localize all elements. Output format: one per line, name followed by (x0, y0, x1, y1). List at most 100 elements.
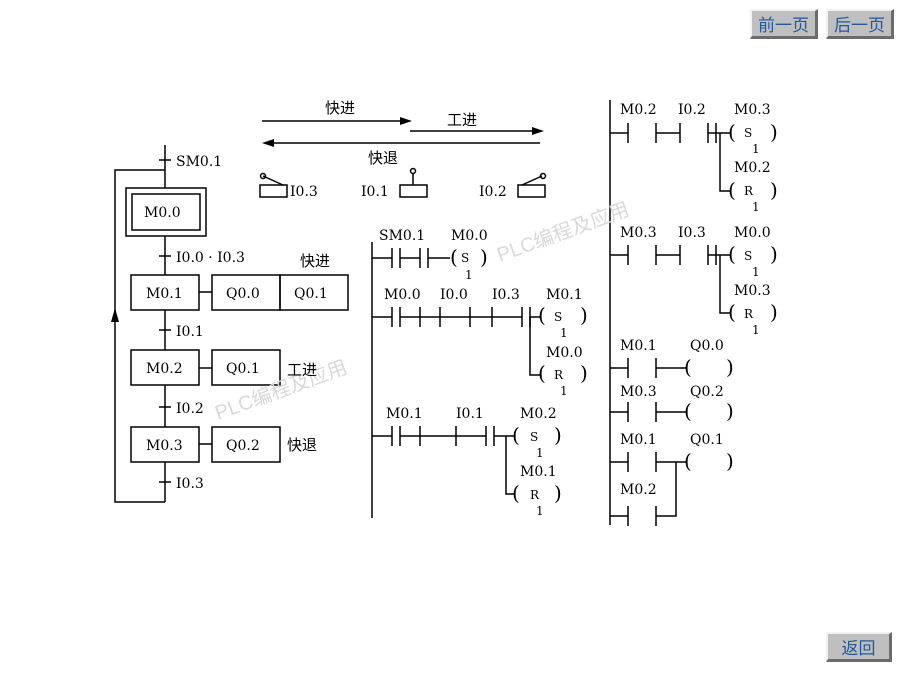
coil-label: M0.2 (520, 406, 557, 422)
contact-label: I0.2 (678, 102, 706, 118)
label-fast-return: 快退 (368, 149, 398, 167)
sfc-action: Q0.0 (226, 286, 260, 302)
motion-arrows (262, 120, 540, 144)
svg-text:): ) (726, 355, 734, 379)
svg-text:): ) (580, 361, 588, 385)
sfc-transition: I0.2 (176, 401, 204, 417)
contact-label: M0.3 (620, 384, 657, 400)
back-button[interactable]: 返回 (826, 632, 892, 662)
coil-label: M0.1 (546, 287, 583, 303)
coil-label: M0.0 (734, 225, 771, 241)
contact-label: SM0.1 (379, 228, 425, 244)
coil-op: S (530, 430, 538, 444)
svg-text:(: ( (684, 355, 692, 379)
svg-text:(: ( (728, 300, 736, 324)
limit-switches (259, 167, 547, 198)
sfc-note: 工进 (287, 361, 317, 379)
coil-n: 1 (752, 142, 760, 156)
coil-brackets: () () () () () () () () () () () () (450, 120, 778, 505)
sfc-step: M0.2 (146, 361, 183, 377)
svg-text:): ) (770, 120, 778, 144)
coil-op: R (744, 184, 754, 198)
coil-label: Q0.0 (690, 338, 724, 354)
coil-op: R (744, 307, 754, 321)
svg-text:): ) (726, 399, 734, 423)
coil-label: M0.1 (520, 464, 557, 480)
sfc-note: 快退 (287, 436, 317, 454)
coil-n: 1 (560, 384, 568, 398)
coil-label: Q0.1 (690, 432, 724, 448)
svg-text:): ) (726, 449, 734, 473)
svg-text:(: ( (684, 449, 692, 473)
contact-label: M0.0 (384, 287, 421, 303)
svg-text:): ) (480, 245, 488, 269)
coil-n: 1 (752, 323, 760, 337)
svg-text:(: ( (512, 481, 520, 505)
svg-text:): ) (580, 303, 588, 327)
coil-label: M0.0 (451, 228, 488, 244)
coil-op: S (744, 126, 752, 140)
label-work-feed: 工进 (447, 111, 477, 129)
coil-label: M0.3 (734, 102, 771, 118)
coil-label: M0.3 (734, 283, 771, 299)
contact-label: M0.1 (620, 432, 657, 448)
coil-label: Q0.2 (690, 384, 724, 400)
contact-label: M0.1 (620, 338, 657, 354)
svg-text:(: ( (450, 245, 458, 269)
svg-text:(: ( (684, 399, 692, 423)
sfc-step: M0.3 (146, 438, 183, 454)
coil-label: M0.2 (734, 160, 771, 176)
svg-text:): ) (770, 300, 778, 324)
svg-text:): ) (770, 242, 778, 266)
contact-label: M0.1 (386, 406, 423, 422)
next-page-button[interactable]: 后一页 (826, 9, 894, 39)
sfc-chart (114, 145, 349, 503)
coil-op: S (461, 251, 469, 265)
svg-text:(: ( (728, 178, 736, 202)
contact-label: M0.2 (620, 102, 657, 118)
svg-text:(: ( (512, 423, 520, 447)
sfc-transition: I0.3 (176, 476, 204, 492)
sfc-transition: SM0.1 (176, 154, 222, 170)
contact-label: M0.2 (620, 482, 657, 498)
sfc-action: Q0.1 (226, 361, 260, 377)
switch-label: I0.3 (290, 184, 318, 200)
prev-page-button[interactable]: 前一页 (750, 9, 818, 39)
coil-n: 1 (752, 265, 760, 279)
sfc-note: 快进 (300, 252, 330, 270)
sfc-action: Q0.1 (294, 286, 328, 302)
coil-n: 1 (465, 268, 473, 282)
sfc-transition: I0.0 · I0.3 (176, 250, 245, 266)
svg-text:): ) (770, 178, 778, 202)
ladder-middle (371, 242, 540, 518)
sfc-action: Q0.2 (226, 438, 260, 454)
ladder-right (609, 100, 730, 526)
label-fast-forward: 快进 (325, 99, 355, 117)
svg-text:): ) (554, 423, 562, 447)
coil-n: 1 (536, 504, 544, 518)
svg-text:(: ( (538, 303, 546, 327)
coil-op: S (744, 249, 752, 263)
svg-text:(: ( (538, 361, 546, 385)
contact-label: M0.3 (620, 225, 657, 241)
coil-op: R (530, 488, 540, 502)
sfc-transition: I0.1 (176, 324, 204, 340)
contact-label: I0.1 (456, 406, 484, 422)
sfc-step: M0.1 (146, 286, 183, 302)
switch-label: I0.2 (479, 184, 507, 200)
contact-label: I0.3 (678, 225, 706, 241)
coil-op: R (554, 368, 564, 382)
coil-op: S (554, 310, 562, 324)
coil-n: 1 (536, 446, 544, 460)
coil-label: M0.0 (546, 345, 583, 361)
svg-text:(: ( (728, 120, 736, 144)
watermark: PLC编程及应用 (494, 198, 632, 267)
coil-n: 1 (752, 200, 760, 214)
switch-label: I0.1 (361, 184, 389, 200)
sfc-initial-step: M0.0 (144, 205, 181, 221)
contact-label: I0.0 (440, 287, 468, 303)
svg-text:(: ( (728, 242, 736, 266)
coil-n: 1 (560, 326, 568, 340)
